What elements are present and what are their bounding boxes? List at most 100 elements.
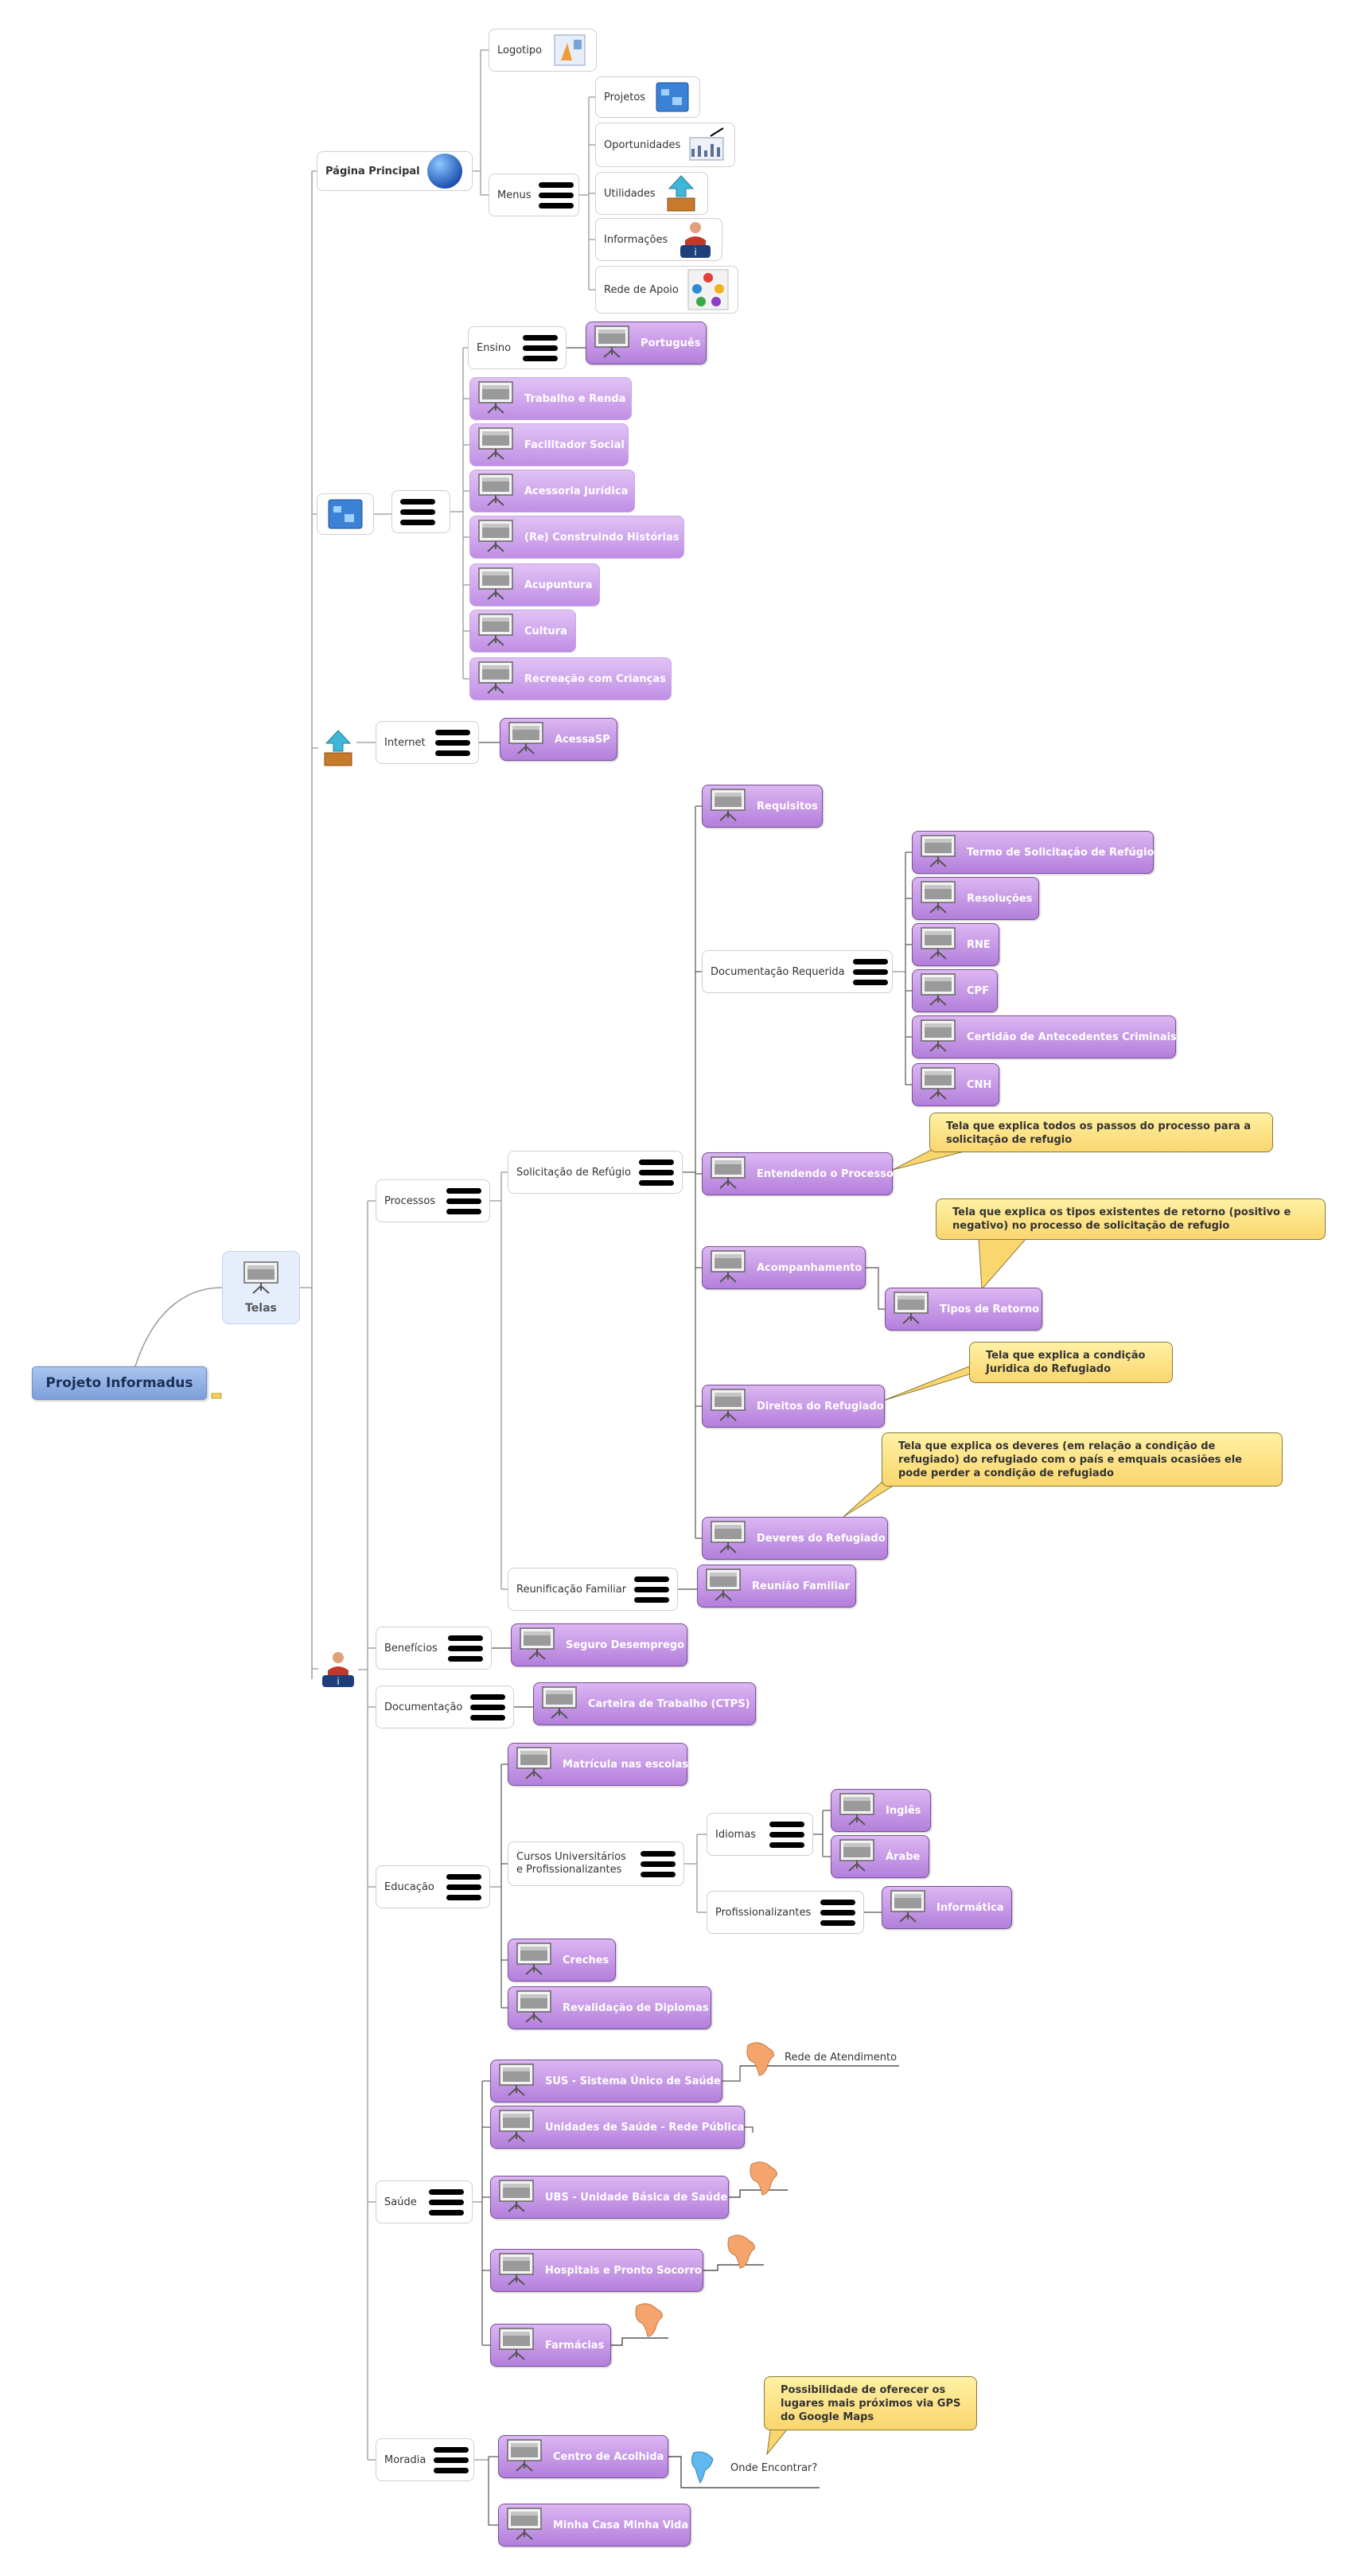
logotipo-label: Logotipo <box>497 44 543 57</box>
screen-label: SUS - Sistema Único de Saúde <box>545 2075 721 2087</box>
menus-node[interactable]: Menus <box>489 173 579 216</box>
screen-facilitador-social[interactable]: Facilitador Social <box>469 423 629 466</box>
screen-trabalho-e-renda[interactable]: Trabalho e Renda <box>469 377 632 420</box>
screen-unidades-saude[interactable]: Unidades de Saúde - Rede Pública <box>490 2106 745 2149</box>
idiomas-node[interactable]: Idiomas <box>707 1813 813 1856</box>
screen-certidao[interactable]: Certidão de Antecedentes Criminais <box>912 1015 1177 1058</box>
screen-tipos-retorno[interactable]: Tipos de Retorno <box>885 1288 1042 1331</box>
screen-label: Resoluções <box>967 892 1033 905</box>
screen-acompanhamento[interactable]: Acompanhamento <box>702 1246 866 1289</box>
screen-reuniao-familiar[interactable]: Reunião Familiar <box>697 1565 856 1608</box>
reunificacao-node[interactable]: Reunificação Familiar <box>508 1568 678 1611</box>
presentation-screen-icon <box>497 2252 535 2289</box>
beneficios-node[interactable]: Benefícios <box>376 1627 492 1670</box>
screen-label: Acessoria Jurídica <box>524 485 629 497</box>
screen-deveres-refugiado[interactable]: Deveres do Refugiado <box>702 1517 888 1560</box>
pagina-principal-label: Página Principal <box>325 165 420 177</box>
menu-item-label: Projetos <box>604 91 646 103</box>
screen-label: Trabalho e Renda <box>524 392 626 405</box>
solicitacao-node[interactable]: Solicitação de Refúgio <box>508 1151 683 1194</box>
screen-acupuntura[interactable]: Acupuntura <box>469 563 600 606</box>
profissionalizantes-label: Profissionalizantes <box>715 1906 812 1919</box>
africa-map-icon <box>745 2158 780 2200</box>
screen-ctps[interactable]: Carteira de Trabalho (CTPS) <box>533 1682 756 1725</box>
cursos-node[interactable]: Cursos Universitários e Profissionalizan… <box>508 1841 684 1886</box>
menu-item-oportunidades[interactable]: Oportunidades <box>595 123 735 167</box>
screen-direitos-refugiado[interactable]: Direitos do Refugiado <box>702 1385 885 1428</box>
presentation-screen-icon <box>515 1746 553 1783</box>
saude-node[interactable]: Saúde <box>376 2180 473 2223</box>
logotipo-node[interactable]: Logotipo <box>489 29 597 72</box>
screen-cpf[interactable]: CPF <box>912 969 998 1012</box>
presentation-screen-icon <box>919 926 957 963</box>
screen-farmacias[interactable]: Farmácias <box>490 2324 611 2367</box>
documentacao-requerida-node[interactable]: Documentação Requerida <box>702 950 893 993</box>
root-label: Projeto Informadus <box>45 1375 193 1391</box>
screen-sus[interactable]: SUS - Sistema Único de Saúde <box>490 2060 722 2102</box>
screen-portugues[interactable]: Português <box>586 322 707 364</box>
projetos-menu-node[interactable] <box>391 490 450 533</box>
onde-encontrar-label: Onde Encontrar? <box>730 2462 818 2474</box>
screen-seguro-desemprego[interactable]: Seguro Desemprego <box>511 1623 687 1666</box>
screen-rne[interactable]: RNE <box>912 923 999 966</box>
screen-termo-solicitacao[interactable]: Termo de Solicitação de Refúgio <box>912 831 1154 874</box>
pagina-principal-node[interactable]: Página Principal <box>317 151 473 191</box>
box-arrow-icon <box>320 729 356 770</box>
screen-minha-casa[interactable]: Minha Casa Minha Vida <box>498 2504 691 2547</box>
processos-node[interactable]: Processos <box>376 1179 490 1222</box>
menu-icon <box>626 1576 670 1603</box>
screen-acessoria-juridica[interactable]: Acessoria Jurídica <box>469 470 635 512</box>
screen-label: Árabe <box>886 1850 921 1863</box>
menu-item-utilidades[interactable]: Utilidades <box>595 172 708 215</box>
screen-label: UBS - Unidade Básica de Saúde <box>545 2191 728 2204</box>
root-node[interactable]: Projeto Informadus <box>32 1366 207 1400</box>
callout-entendendo: Tela que explica todos os passos do proc… <box>929 1113 1273 1152</box>
screen-resolucoes[interactable]: Resoluções <box>912 877 1039 920</box>
screen-label: Carteira de Trabalho (CTPS) <box>588 1697 750 1710</box>
screen-label: Cultura <box>524 625 567 637</box>
projetos-branch-node[interactable] <box>317 493 374 535</box>
screen-creches[interactable]: Creches <box>508 1939 616 1982</box>
screen-ubs[interactable]: UBS - Unidade Básica de Saúde <box>490 2176 729 2219</box>
presentation-screen-icon <box>477 519 515 555</box>
menu-icon <box>400 498 435 525</box>
screen-ingles[interactable]: Inglês <box>831 1789 931 1832</box>
screen-label: Certidão de Antecedentes Criminais <box>967 1031 1177 1043</box>
callout-direitos: Tela que explica a condição Juridica do … <box>969 1342 1173 1383</box>
internet-label: Internet <box>384 736 426 749</box>
menu-item-projetos[interactable]: Projetos <box>595 76 700 118</box>
menu-item-label: Rede de Apoio <box>604 283 679 296</box>
profissionalizantes-node[interactable]: Profissionalizantes <box>707 1891 864 1934</box>
presentation-screen-icon <box>477 567 515 603</box>
screen-acessasp[interactable]: AcessaSP <box>500 718 617 761</box>
screen-revalidacao[interactable]: Revalidação de Diplomas <box>508 1986 711 2029</box>
menu-item-informacoes[interactable]: Informações i <box>595 218 722 261</box>
screen-recreacao-com-criancas[interactable]: Recreação com Crianças <box>469 657 672 700</box>
presentation-screen-icon <box>242 1261 280 1297</box>
ensino-node[interactable]: Ensino <box>468 326 567 369</box>
screen-hospitais[interactable]: Hospitais e Pronto Socorro <box>490 2249 703 2292</box>
educacao-node[interactable]: Educação <box>376 1865 490 1908</box>
internet-node[interactable]: Internet <box>376 721 479 764</box>
menu-icon <box>515 334 558 361</box>
screen-requisitos[interactable]: Requisitos <box>702 785 823 828</box>
screen-reconstruindo-historias[interactable]: (Re) Construindo Histórias <box>469 516 684 559</box>
telas-node[interactable]: Telas <box>222 1251 300 1324</box>
screen-matricula[interactable]: Matrícula nas escolas <box>508 1743 688 1786</box>
presentation-screen-icon <box>497 2063 535 2099</box>
screen-arabe[interactable]: Árabe <box>831 1835 929 1878</box>
screen-centro-acolhida[interactable]: Centro de Acolhida <box>498 2435 668 2478</box>
screen-cnh[interactable]: CNH <box>912 1063 999 1106</box>
screen-entendendo-processo[interactable]: Entendendo o Processo <box>702 1152 894 1195</box>
presentation-screen-icon <box>709 1249 747 1286</box>
menu-icon <box>462 1693 506 1721</box>
screen-label: Revalidação de Diplomas <box>563 2001 709 2014</box>
presentation-screen-icon <box>838 1792 876 1829</box>
callout-retorno: Tela que explica os tipos existentes de … <box>936 1198 1326 1240</box>
screen-label: CPF <box>967 984 989 997</box>
menu-item-rede-de-apoio[interactable]: Rede de Apoio <box>595 266 738 314</box>
screen-informatica[interactable]: Informática <box>882 1886 1012 1929</box>
documentacao-node[interactable]: Documentação <box>376 1686 514 1728</box>
moradia-node[interactable]: Moradia <box>376 2438 474 2481</box>
screen-cultura[interactable]: Cultura <box>469 610 576 653</box>
